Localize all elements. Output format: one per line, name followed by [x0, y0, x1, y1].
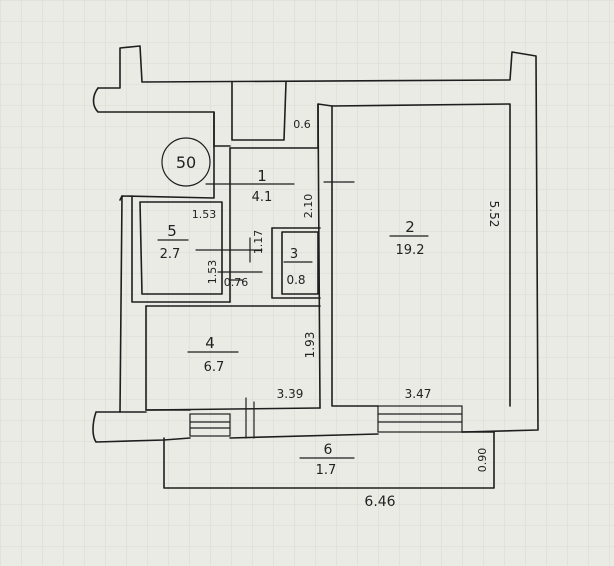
room-number: 6 [324, 442, 333, 458]
dimension-total-width: 6.46 [364, 494, 395, 510]
room-area: 6.7 [204, 360, 225, 375]
dimension-room5-side: 1.53 [206, 260, 219, 285]
dimension-doorway: 0.76 [224, 276, 249, 289]
room-area: 19.2 [396, 243, 425, 258]
room-4-label: 4 6.7 [204, 334, 225, 375]
dimension-room2-bottom: 3.47 [405, 387, 432, 401]
dimension-room4-bottom: 3.39 [277, 387, 304, 401]
dimension-room1-side: 2.10 [302, 194, 315, 219]
room-area: 4.1 [252, 190, 273, 205]
dimension-room4-side: 1.93 [303, 332, 317, 359]
room-area: 2.7 [160, 247, 181, 262]
balcony-outline [163, 431, 495, 489]
dimension-room3-side: 1.17 [252, 230, 265, 255]
circle-label: 50 [176, 153, 196, 172]
room-label-dividers [157, 183, 429, 459]
door-marks [195, 181, 355, 439]
room-number: 4 [205, 334, 215, 352]
outer-walls [92, 45, 539, 443]
interior-walls [119, 103, 379, 413]
room-1-label: 1 4.1 [252, 167, 273, 205]
room-6-label: 6 1.7 [316, 442, 337, 478]
dimension-balcony-side: 0.90 [476, 448, 489, 473]
ventilation-niche [231, 81, 287, 141]
room-number: 1 [257, 167, 267, 185]
room-number: 3 [290, 247, 298, 262]
dimension-labels: 0.6 1.53 0.76 3.39 3.47 6.46 5.52 2.10 1… [192, 118, 501, 510]
dimension-room2-right: 5.52 [487, 201, 501, 228]
dimension-top-small: 0.6 [293, 118, 311, 131]
room-area: 1.7 [316, 463, 337, 478]
circle-marker [161, 137, 211, 187]
room-number: 5 [167, 222, 177, 240]
window-room-2 [377, 405, 463, 433]
room-number: 2 [405, 218, 415, 236]
room-area: 0.8 [286, 273, 305, 287]
window-room-4 [189, 413, 231, 437]
room-3-label: 3 0.8 [286, 247, 305, 287]
room-2-label: 2 19.2 [396, 218, 425, 258]
dimension-room5-top: 1.53 [192, 208, 217, 221]
room-5-label: 5 2.7 [160, 222, 181, 262]
